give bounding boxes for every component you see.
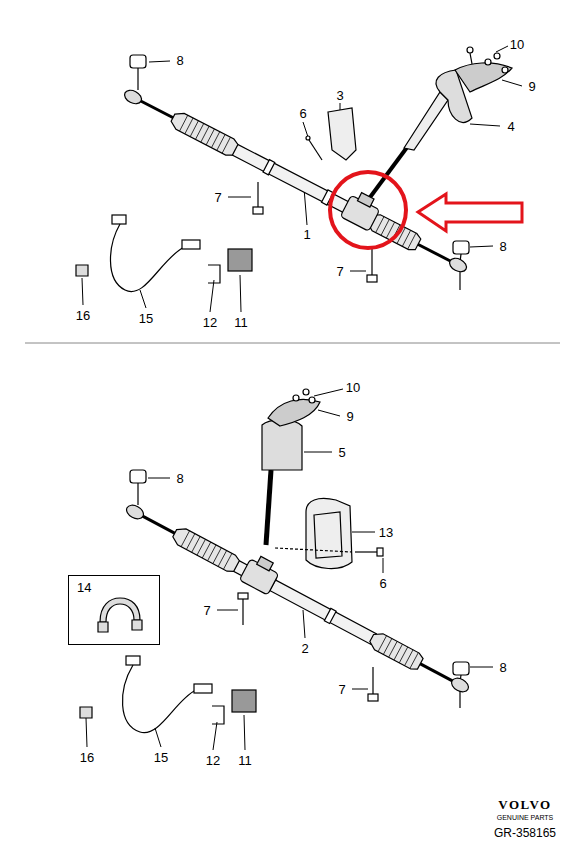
callout-number: 13: [378, 526, 394, 539]
callout-number: 8: [498, 240, 507, 253]
callout-number: 6: [378, 577, 387, 590]
brand-tagline: GENUINE PARTS: [496, 814, 555, 821]
callout-number: 16: [79, 751, 95, 764]
callout-number: 6: [298, 107, 307, 120]
callout-number: 2: [300, 642, 309, 655]
callout-number: 7: [337, 683, 346, 696]
steering-rack: [120, 75, 477, 699]
callout-number: 12: [205, 754, 221, 767]
callout-number: 10: [345, 381, 361, 394]
callout-number: 11: [237, 754, 253, 767]
drawing-number: GR-358165: [493, 827, 557, 839]
callout-number: 9: [527, 80, 536, 93]
part-inset-box: 14: [68, 575, 160, 645]
callout-number: 5: [337, 446, 346, 459]
highlight-marker: [330, 172, 522, 248]
callout-number: 11: [233, 316, 249, 329]
callout-number: 7: [335, 265, 344, 278]
brand-logo: VOLVO: [497, 798, 552, 811]
callout-number: 8: [175, 472, 184, 485]
callout-number: 1: [302, 228, 311, 241]
hardware: [76, 47, 512, 733]
callout-number: 16: [75, 309, 91, 322]
callout-number: 12: [202, 316, 218, 329]
callout-number: 8: [175, 54, 184, 67]
callout-number: 7: [202, 604, 211, 617]
callout-number: 8: [498, 661, 507, 674]
callout-number: 7: [213, 191, 222, 204]
callout-number: 4: [506, 120, 515, 133]
callout-number: 3: [335, 89, 344, 102]
callout-number: 10: [509, 38, 525, 51]
callout-number: 14: [69, 576, 159, 594]
leader-lines: [25, 46, 560, 750]
callout-number: 9: [345, 410, 354, 423]
callout-number: 15: [138, 312, 154, 325]
callout-number: 15: [153, 751, 169, 764]
